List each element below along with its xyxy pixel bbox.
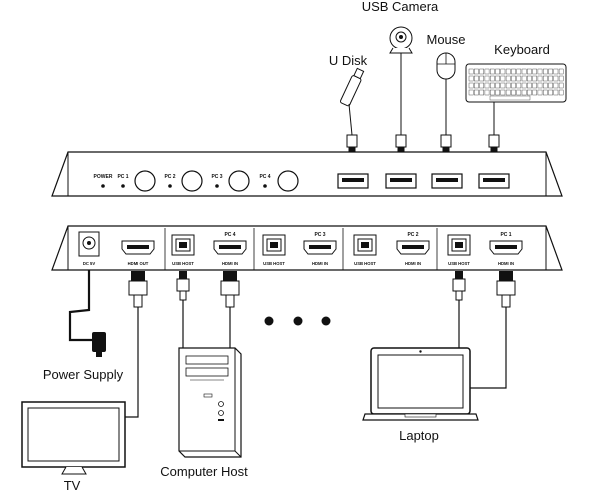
pc3-select-button[interactable] bbox=[228, 170, 250, 192]
usb-plug-udisk bbox=[346, 134, 358, 155]
pc2-hdmi-in-port[interactable] bbox=[396, 240, 430, 255]
dc-power-port[interactable] bbox=[78, 231, 100, 257]
pc3-usb-host-port[interactable] bbox=[262, 234, 286, 256]
front-pc1-label: PC 1 bbox=[117, 174, 128, 180]
pc3-led bbox=[215, 184, 219, 188]
front-pc4-label: PC 4 bbox=[259, 174, 270, 180]
u-disk-label: U Disk bbox=[329, 53, 368, 68]
mouse-label: Mouse bbox=[426, 32, 465, 47]
usb-camera-label: USB Camera bbox=[362, 0, 439, 14]
pc3-hdmi-in-port[interactable] bbox=[303, 240, 337, 255]
laptop-icon bbox=[362, 347, 479, 421]
more-pcs-dot bbox=[293, 316, 303, 326]
usb-plug-keyboard bbox=[488, 134, 500, 155]
rear-pc4-hdmi-in-label: HDMI IN bbox=[222, 261, 238, 266]
rear-pc4-usb-host-label: USB HOST bbox=[172, 261, 194, 266]
front-usb-port-1[interactable] bbox=[337, 173, 369, 189]
rear-pc2-hdmi-in-label: HDMI IN bbox=[405, 261, 421, 266]
front-pc3-label: PC 3 bbox=[211, 174, 222, 180]
more-pcs-dot bbox=[321, 316, 331, 326]
pc4-usb-plug bbox=[176, 271, 190, 301]
keyboard-label: Keyboard bbox=[494, 42, 550, 57]
pc1-usb-plug bbox=[452, 271, 466, 301]
pc4-usb-host-port[interactable] bbox=[171, 234, 195, 256]
front-pc2-label: PC 2 bbox=[164, 174, 175, 180]
rear-pc1-usb-host-label: USB HOST bbox=[448, 261, 470, 266]
rear-pc2-label: PC 2 bbox=[407, 232, 418, 238]
pc2-led bbox=[168, 184, 172, 188]
rear-dc-label: DC 5V bbox=[83, 261, 96, 266]
mouse-icon bbox=[436, 52, 456, 80]
pc1-led bbox=[121, 184, 125, 188]
pc4-select-button[interactable] bbox=[277, 170, 299, 192]
computer-host-icon bbox=[178, 347, 242, 458]
pc1-hdmi-plug bbox=[496, 271, 516, 308]
pc1-hdmi-in-port[interactable] bbox=[489, 240, 523, 255]
pc4-hdmi-plug bbox=[220, 271, 240, 308]
pc2-usb-host-port[interactable] bbox=[353, 234, 377, 256]
usb-camera-icon bbox=[389, 26, 413, 54]
power-led bbox=[101, 184, 105, 188]
front-usb-port-4[interactable] bbox=[478, 173, 510, 189]
usb-plug-mouse bbox=[440, 134, 452, 155]
power-adapter-icon bbox=[92, 332, 106, 357]
tv-icon bbox=[21, 401, 126, 475]
power-supply-label: Power Supply bbox=[43, 367, 124, 382]
pc1-select-button[interactable] bbox=[134, 170, 156, 192]
usb-plug-camera bbox=[395, 134, 407, 155]
front-usb-port-3[interactable] bbox=[431, 173, 463, 189]
hdmi-out-plug bbox=[128, 271, 148, 308]
tv-label: TV bbox=[64, 478, 81, 493]
rear-pc1-hdmi-in-label: HDMI IN bbox=[498, 261, 514, 266]
computer-host-label: Computer Host bbox=[160, 464, 248, 479]
front-power-label: POWER bbox=[94, 174, 113, 180]
front-usb-port-2[interactable] bbox=[385, 173, 417, 189]
pc4-hdmi-in-port[interactable] bbox=[213, 240, 247, 255]
laptop-label: Laptop bbox=[399, 428, 439, 443]
keyboard-icon bbox=[465, 63, 567, 103]
rear-pc4-label: PC 4 bbox=[224, 232, 235, 238]
rear-pc1-label: PC 1 bbox=[500, 232, 511, 238]
pc4-led bbox=[263, 184, 267, 188]
rear-hdmi-out-label: HDMI OUT bbox=[128, 261, 149, 266]
rear-pc3-usb-host-label: USB HOST bbox=[263, 261, 285, 266]
rear-pc3-hdmi-in-label: HDMI IN bbox=[312, 261, 328, 266]
pc2-select-button[interactable] bbox=[181, 170, 203, 192]
pc1-usb-host-port[interactable] bbox=[447, 234, 471, 256]
rear-pc3-label: PC 3 bbox=[314, 232, 325, 238]
rear-pc2-usb-host-label: USB HOST bbox=[354, 261, 376, 266]
u-disk-icon bbox=[340, 67, 365, 107]
hdmi-out-port[interactable] bbox=[121, 240, 155, 255]
more-pcs-dot bbox=[264, 316, 274, 326]
